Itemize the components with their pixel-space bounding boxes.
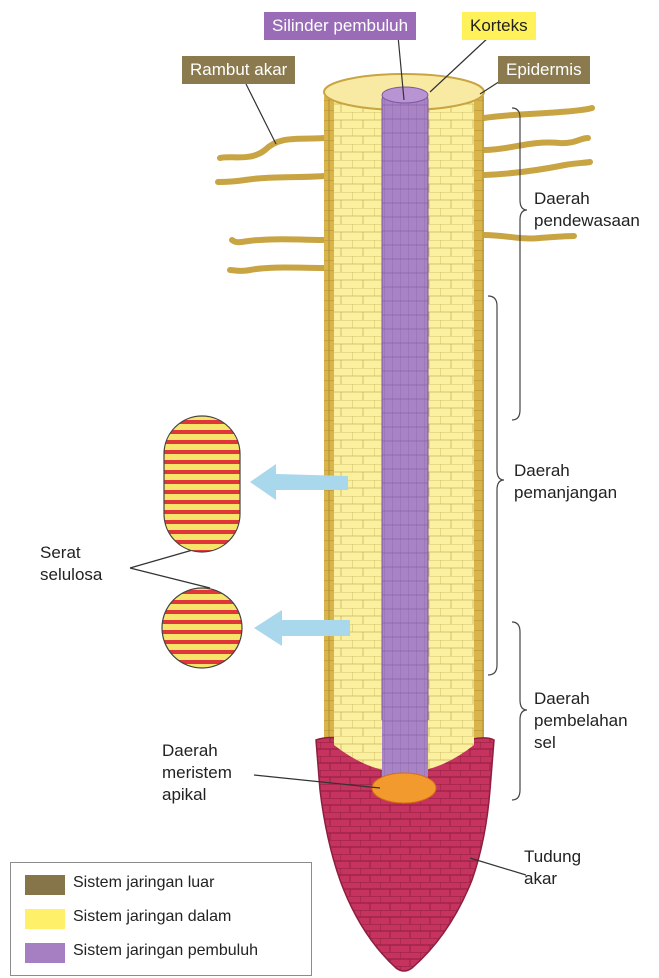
label-line: Daerah (162, 740, 232, 762)
legend-label: Sistem jaringan pembuluh (73, 942, 258, 960)
bracket-pendewasaan (512, 108, 527, 420)
label-line: pembelahan (534, 710, 628, 732)
root-hair (484, 108, 592, 118)
legend-swatch (25, 909, 65, 929)
label-line: sel (534, 732, 628, 754)
label-line: apikal (162, 784, 232, 806)
legend-label: Sistem jaringan luar (73, 874, 214, 892)
root-hair (484, 235, 574, 238)
leader-serat-bottom (130, 568, 210, 588)
label-line: Daerah (534, 188, 640, 210)
root-hair (220, 138, 324, 158)
label-serat-selulosa: Serat selulosa (40, 542, 102, 586)
fiber-view-round (162, 588, 242, 668)
label-silinder-pembuluh: Silinder pembuluh (264, 12, 416, 40)
leader-tudung (470, 858, 526, 875)
label-line: meristem (162, 762, 232, 784)
vascular-cylinder (382, 92, 428, 792)
label-tudung-akar: Tudung akar (524, 846, 581, 890)
root-hair (232, 239, 324, 242)
label-line: pendewasaan (534, 210, 640, 232)
label-daerah-meristem-apikal: Daerah meristem apikal (162, 740, 232, 806)
bracket-pembelahan (512, 622, 527, 800)
bracket-pemanjangan (488, 296, 504, 675)
legend-swatch (25, 943, 65, 963)
zone-brackets (488, 108, 527, 800)
legend-label: Sistem jaringan dalam (73, 908, 231, 926)
root-hair (484, 138, 588, 150)
vascular-cylinder-base (382, 720, 428, 780)
label-line: Daerah (514, 460, 617, 482)
label-line: selulosa (40, 564, 102, 586)
vascular-top (382, 87, 428, 103)
label-line: Serat (40, 542, 102, 564)
label-line: pemanjangan (514, 482, 617, 504)
fiber-view-elongated (164, 416, 240, 552)
apical-meristem (372, 773, 436, 803)
leader-rambut (246, 84, 276, 144)
root-hair (484, 162, 590, 175)
label-korteks: Korteks (462, 12, 536, 40)
root-hair (230, 268, 324, 271)
label-line: akar (524, 868, 581, 890)
label-epidermis: Epidermis (498, 56, 590, 84)
legend: Sistem jaringan luar Sistem jaringan dal… (10, 862, 312, 976)
label-line: Daerah (534, 688, 628, 710)
legend-swatch (25, 875, 65, 895)
label-line: Tudung (524, 846, 581, 868)
label-daerah-pendewasaan: Daerah pendewasaan (534, 188, 640, 232)
label-daerah-pembelahan-sel: Daerah pembelahan sel (534, 688, 628, 754)
label-rambut-akar: Rambut akar (182, 56, 295, 84)
label-daerah-pemanjangan: Daerah pemanjangan (514, 460, 617, 504)
root-hair (218, 176, 324, 182)
